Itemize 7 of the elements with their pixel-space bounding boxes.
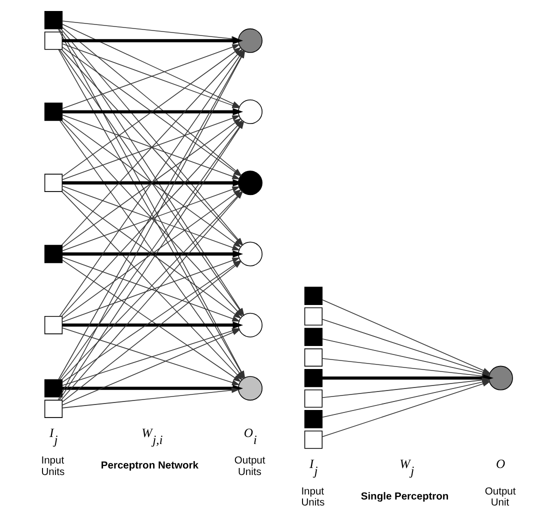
label: Single Perceptron bbox=[360, 491, 448, 502]
label: O bbox=[495, 456, 505, 471]
label: Perceptron Network bbox=[100, 460, 198, 472]
label: Output Unit bbox=[484, 486, 516, 509]
label: Input Units bbox=[40, 456, 64, 478]
label: Output Units bbox=[234, 456, 265, 478]
label: Input Units bbox=[300, 486, 324, 509]
